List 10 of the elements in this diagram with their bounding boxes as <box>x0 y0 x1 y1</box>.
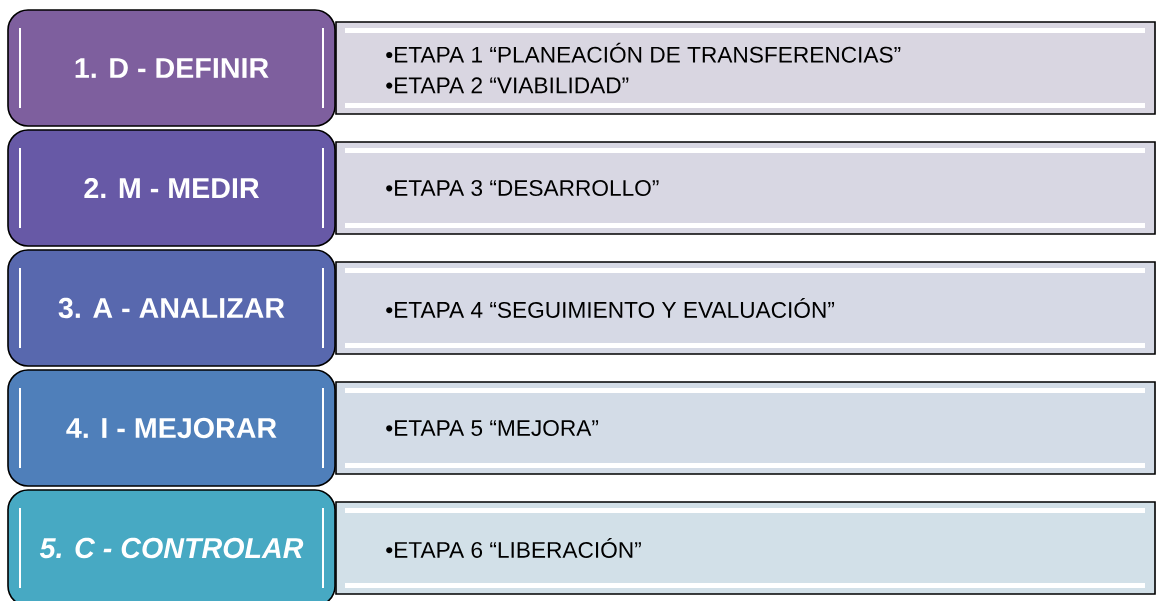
phase-box: 2. M - MEDIR <box>7 129 336 247</box>
stage-panel: •ETAPA 6 “LIBERACIÓN” <box>335 501 1156 595</box>
stage-panel: •ETAPA 1 “PLANEACIÓN DE TRANSFERENCIAS” •ETAPA 2 “VIABILIDAD” <box>335 21 1156 115</box>
stage-panel: •ETAPA 4 “SEGUIMIENTO Y EVALUACIÓN” <box>335 261 1156 355</box>
phase-box: 5. C - CONTROLAR <box>7 489 336 601</box>
stage-panel: •ETAPA 5 “MEJORA” <box>335 381 1156 475</box>
phase-box: 1. D - DEFINIR <box>7 9 336 127</box>
stage-panel: •ETAPA 3 “DESARROLLO” <box>335 141 1156 235</box>
phase-box: 3. A - ANALIZAR <box>7 249 336 367</box>
phase-box: 4. I - MEJORAR <box>7 369 336 487</box>
